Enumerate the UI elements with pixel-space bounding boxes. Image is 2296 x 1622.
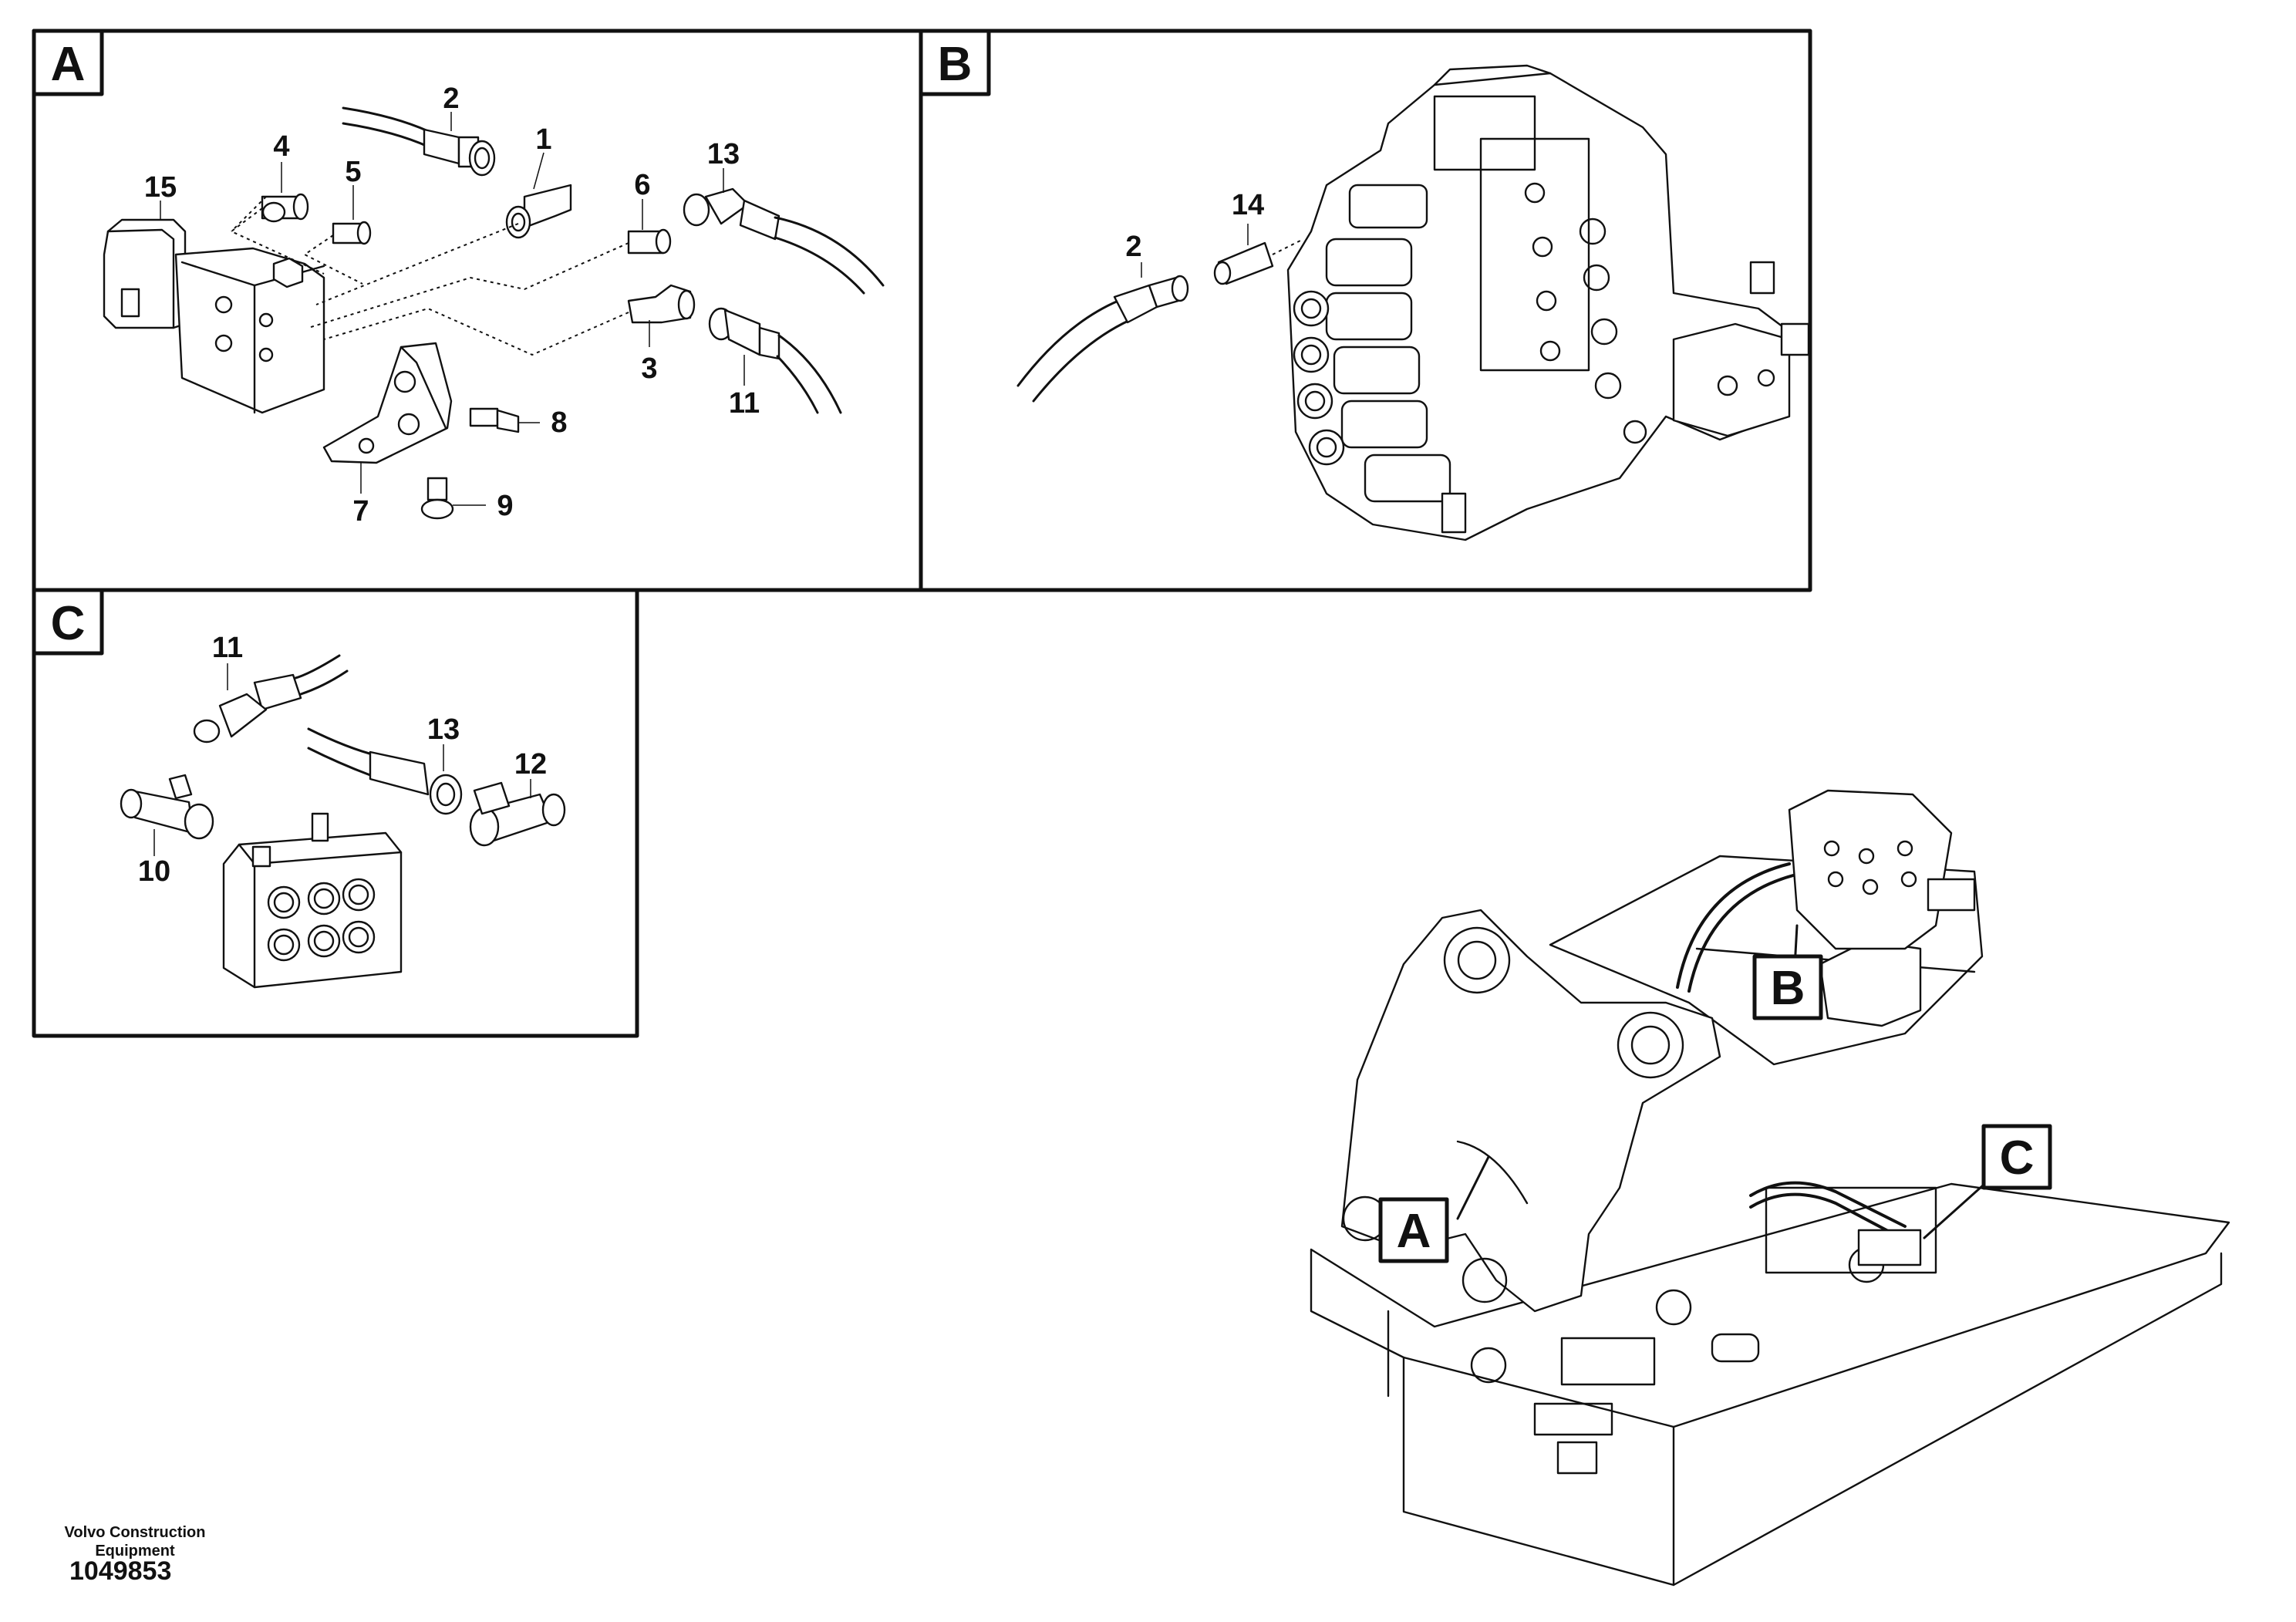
callout-13-c: 13 <box>427 713 460 746</box>
callout-11: 11 <box>729 387 760 420</box>
callout-8: 8 <box>551 406 567 439</box>
overview-label-a: A <box>1397 1205 1431 1258</box>
panel-c-letter: C <box>51 597 86 650</box>
tee-fitting-part-10 <box>120 774 214 840</box>
adapter-part-5 <box>332 221 372 245</box>
bolt-part-8 <box>469 407 520 433</box>
callout-2: 2 <box>443 83 459 115</box>
bolt-part-9 <box>420 477 454 520</box>
company-line-2: Equipment <box>95 1543 175 1560</box>
overview-callout-b: B <box>1752 954 1823 1020</box>
callout-11-c: 11 <box>212 632 243 664</box>
adapter-part-6 <box>627 228 672 255</box>
callout-9: 9 <box>497 490 513 522</box>
hose-part-13 <box>683 187 885 295</box>
callout-4: 4 <box>273 130 289 163</box>
control-valve-assembly <box>1286 64 1810 541</box>
hose-part-2 <box>342 106 496 177</box>
panel-b: B <box>919 29 1812 592</box>
hose-part-11-c <box>193 654 349 744</box>
overview-callout-c: C <box>1981 1124 2052 1190</box>
callout-3: 3 <box>641 352 657 385</box>
overview-label-b: B <box>1771 962 1805 1015</box>
hose-part-2-b <box>1017 275 1189 403</box>
manifold-block <box>222 812 403 989</box>
callout-6: 6 <box>634 169 650 201</box>
callout-15: 15 <box>144 171 177 204</box>
callout-10: 10 <box>138 855 170 888</box>
callout-13: 13 <box>707 138 740 170</box>
hose-part-11 <box>708 307 842 414</box>
elbow-fitting-part-1 <box>505 184 572 239</box>
callout-7: 7 <box>352 495 369 528</box>
adapter-part-4 <box>261 193 309 223</box>
callout-2-b: 2 <box>1125 231 1141 263</box>
callout-1: 1 <box>535 123 551 156</box>
bracket-part-7 <box>322 342 453 464</box>
leader-lines <box>160 112 745 506</box>
hose-part-13-c <box>307 727 463 815</box>
panel-a-letter: A <box>51 38 86 91</box>
company-line-1: Volvo Construction <box>64 1524 206 1541</box>
solenoid-valve-part-15 <box>103 218 325 414</box>
machine-overview <box>1310 789 2230 1587</box>
callout-12: 12 <box>514 748 547 781</box>
panel-c: C <box>32 588 639 1038</box>
callout-5: 5 <box>345 156 361 188</box>
adapter-part-14 <box>1213 238 1304 285</box>
callout-14: 14 <box>1232 189 1264 221</box>
company-name: Volvo Construction Equipment <box>46 1523 224 1560</box>
connection-lines <box>230 196 629 356</box>
overview-label-c: C <box>2000 1131 2035 1185</box>
elbow-fitting-part-3 <box>627 284 696 324</box>
tee-fitting-part-12 <box>469 781 566 847</box>
panel-a: A <box>32 29 923 592</box>
panel-b-letter: B <box>938 38 973 91</box>
drawing-number: 1049853 <box>69 1556 172 1586</box>
overview-callout-a: A <box>1378 1197 1449 1263</box>
